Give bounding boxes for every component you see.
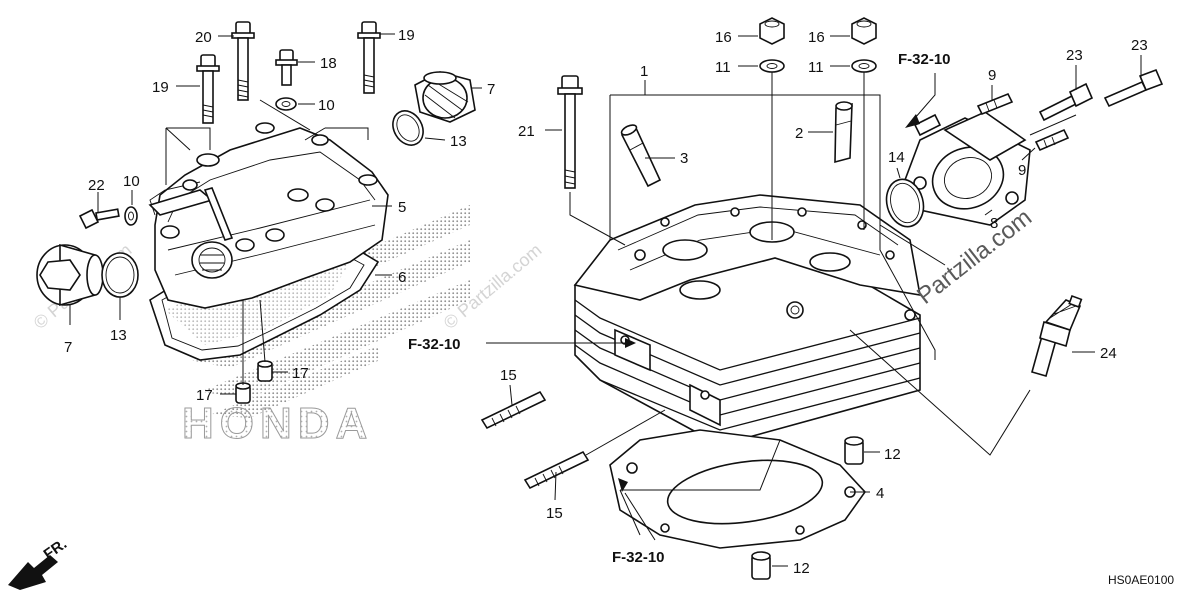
- part-label-24: 24: [1100, 345, 1117, 362]
- part-label-12-upper: 12: [884, 446, 901, 463]
- part-label-7-left: 7: [64, 339, 72, 356]
- part-label-7-right: 7: [487, 81, 495, 98]
- dowel-pin-17b: [235, 382, 251, 404]
- bolt-19-right: [357, 21, 381, 94]
- part-label-16-left: 16: [715, 29, 732, 46]
- reference-label-bottom: F-32-10: [612, 549, 665, 566]
- part-label-23-right: 23: [1131, 37, 1148, 54]
- part-label-15-upper: 15: [500, 367, 517, 384]
- tappet-hole-cap-right: [414, 71, 476, 123]
- part-label-17-lower: 17: [196, 387, 213, 404]
- part-labels: 1 2 3 4 5 6 7 7 8 9 9 10 10 11 11 12 12 …: [64, 27, 1148, 577]
- part-label-13-left: 13: [110, 327, 127, 344]
- tappet-hole-cap-left: [36, 243, 104, 307]
- dowel-pin-12b: [751, 551, 771, 580]
- brand-watermark: HONDA: [182, 399, 373, 448]
- part-label-10-lower: 10: [123, 173, 140, 190]
- bolt-23-right: [1103, 68, 1164, 108]
- diagram-code: HS0AE0100: [1108, 573, 1174, 587]
- part-label-17-upper: 17: [292, 365, 309, 382]
- stud-bolt-21: [557, 75, 583, 189]
- cylinder-head: [573, 194, 921, 446]
- part-label-12-lower: 12: [793, 560, 810, 577]
- part-label-20: 20: [195, 29, 212, 46]
- dowel-pin-17a: [257, 360, 273, 382]
- part-label-21: 21: [518, 123, 535, 140]
- o-ring-14: [885, 178, 925, 228]
- part-label-9-lower: 9: [1018, 162, 1026, 179]
- washer-11-right: [851, 59, 877, 73]
- cylinder-head-gasket: [609, 429, 867, 549]
- part-label-2: 2: [795, 125, 803, 142]
- part-label-22: 22: [88, 177, 105, 194]
- part-label-15-lower: 15: [546, 505, 563, 522]
- part-label-6: 6: [398, 269, 406, 286]
- washer-11-left: [759, 59, 785, 73]
- part-label-3: 3: [680, 150, 688, 167]
- reference-label-middle: F-32-10: [408, 336, 461, 353]
- bolt-20: [231, 21, 255, 101]
- part-label-4: 4: [876, 485, 884, 502]
- cap-nut-16-right: [851, 17, 877, 45]
- spark-plug: [1031, 294, 1083, 377]
- part-label-1: 1: [640, 63, 648, 80]
- washer-10-upper: [275, 97, 297, 111]
- part-label-16-right: 16: [808, 29, 825, 46]
- stud-9-upper: [976, 92, 1014, 116]
- stud-9-lower: [1034, 128, 1070, 152]
- part-label-19-right: 19: [398, 27, 415, 44]
- reference-label-top: F-32-10: [898, 51, 951, 68]
- bolt-19-left: [196, 54, 220, 124]
- part-label-14: 14: [888, 149, 905, 166]
- leader-lines: [69, 33, 1142, 567]
- bolt-23-left: [1038, 82, 1094, 122]
- part-label-11-left: 11: [715, 59, 731, 76]
- intake-valve-guide-2: [834, 101, 853, 164]
- part-label-18: 18: [320, 55, 337, 72]
- part-label-5: 5: [398, 199, 406, 216]
- part-label-13-right: 13: [450, 133, 467, 150]
- cap-nut-16-left: [759, 17, 785, 45]
- part-label-8: 8: [990, 215, 998, 232]
- exhaust-valve-guide-3: [620, 124, 662, 188]
- washer-10-lower: [124, 206, 138, 226]
- part-label-10-upper: 10: [318, 97, 335, 114]
- front-direction-marker: FR.: [8, 535, 70, 590]
- part-label-23-left: 23: [1066, 47, 1083, 64]
- bolt-18: [275, 49, 298, 86]
- part-label-11-right: 11: [808, 59, 824, 76]
- part-label-9-upper: 9: [988, 67, 996, 84]
- stud-15-lower: [523, 450, 590, 490]
- carburetor-insulator: [904, 111, 1031, 226]
- o-ring-13-left: [101, 252, 139, 298]
- dowel-pin-12a: [844, 436, 864, 465]
- head-cover-assembly: [148, 122, 389, 361]
- bolt-22: [78, 208, 120, 230]
- stud-15-upper: [480, 390, 547, 430]
- o-ring-13-right: [392, 110, 424, 146]
- part-label-19-left: 19: [152, 79, 169, 96]
